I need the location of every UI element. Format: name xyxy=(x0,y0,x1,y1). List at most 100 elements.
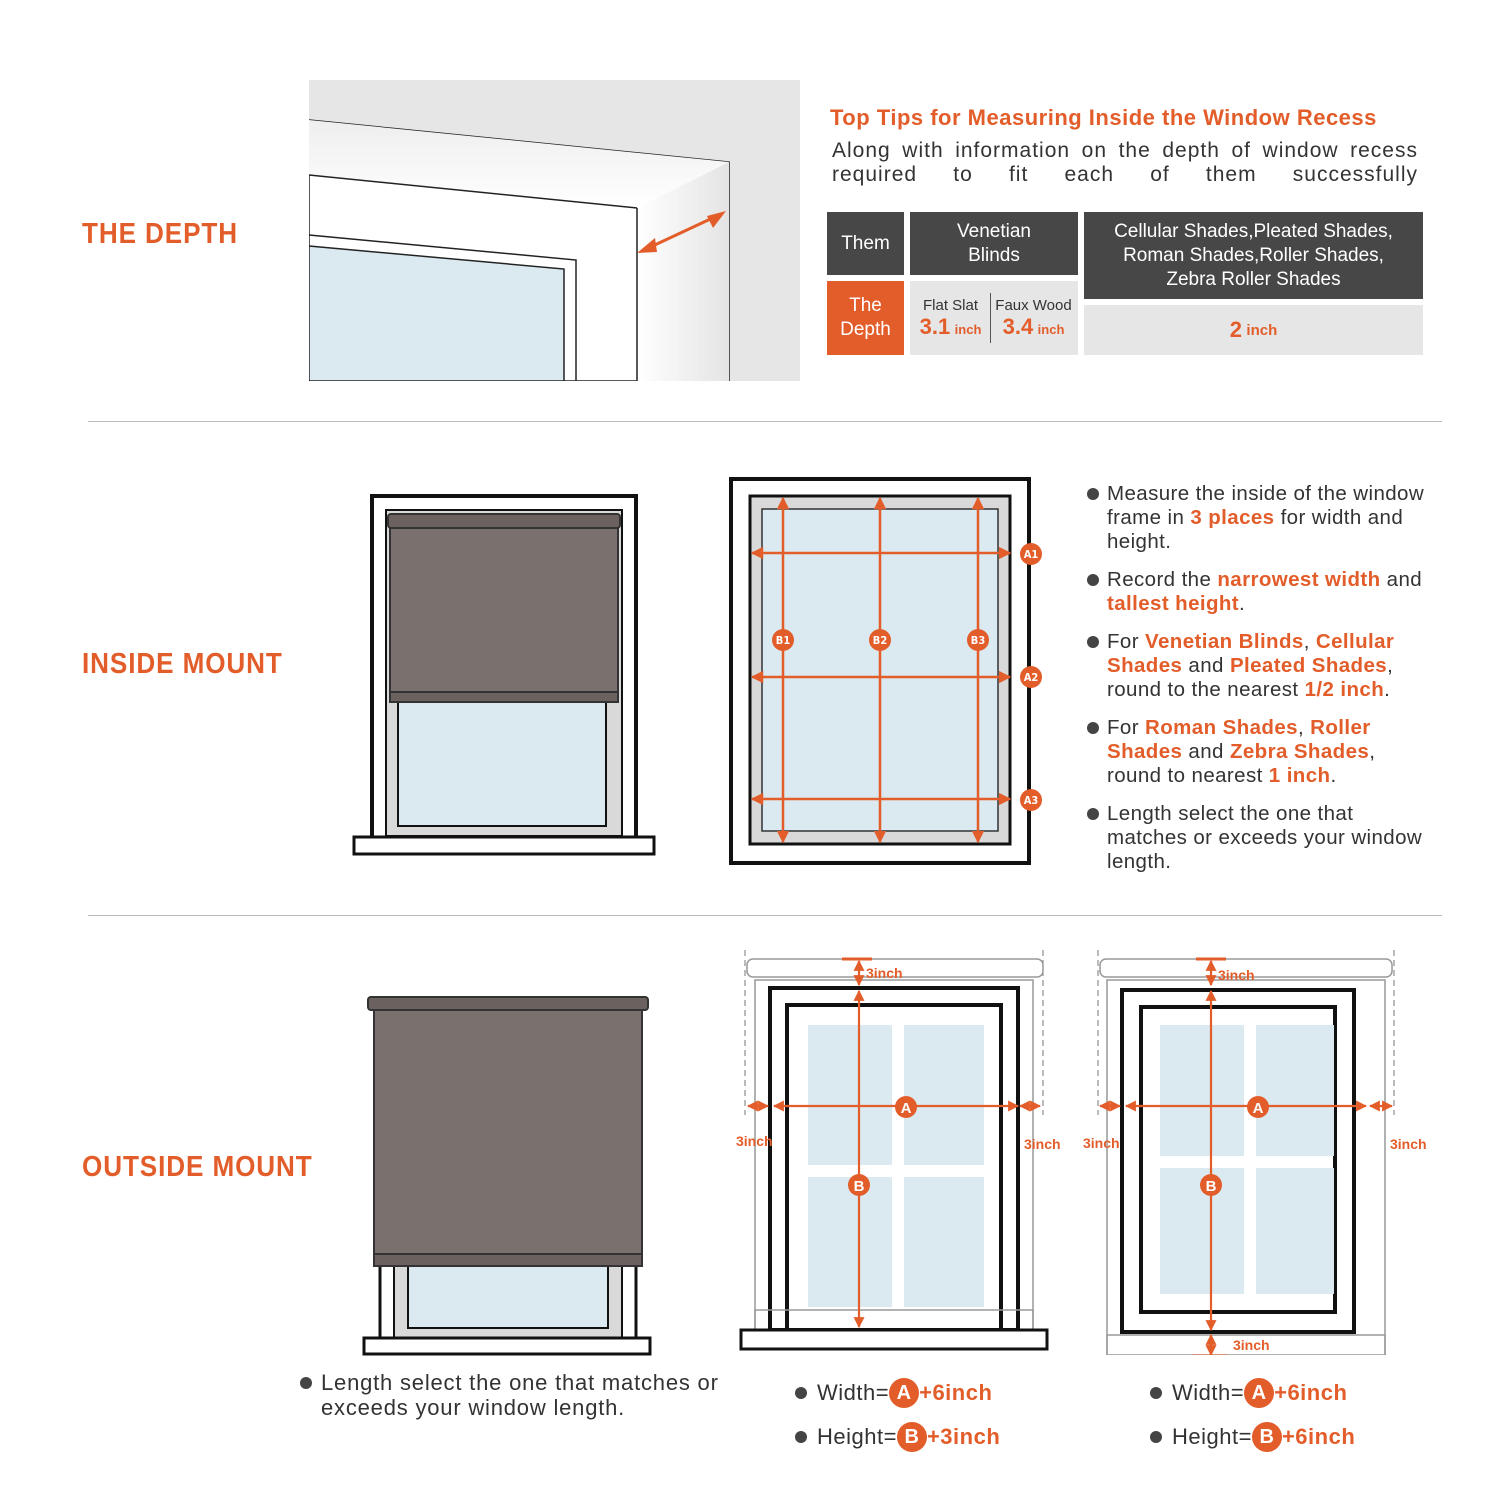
section-title-inside-mount: INSIDE MOUNT xyxy=(82,648,283,680)
instruction-item: For Roman Shades, Roller Shades and Zebr… xyxy=(1086,716,1426,788)
height-label: Height= xyxy=(1172,1424,1252,1449)
dimension-label: 3inch xyxy=(1218,967,1255,983)
marker-a-circle xyxy=(895,1096,917,1118)
width-label: Width= xyxy=(1172,1380,1245,1405)
table-header-them: Them xyxy=(827,212,904,275)
other-shades-depth-unit: inch xyxy=(1246,321,1278,339)
marker-a-badge: A xyxy=(1244,1378,1275,1408)
marker-b-badge: B xyxy=(896,1422,927,1452)
inside-mount-shade-illustration xyxy=(352,494,656,856)
instruction-item: For Venetian Blinds, Cellular Shades and… xyxy=(1086,630,1426,702)
window-pane xyxy=(904,1177,984,1307)
instruction-text: , xyxy=(1303,630,1316,653)
tips-title: Top Tips for Measuring Inside the Window… xyxy=(830,105,1377,130)
flat-slat-unit: inch xyxy=(954,321,982,337)
cell-divider xyxy=(989,293,991,343)
instruction-text: . xyxy=(1384,678,1391,701)
instruction-text: Record the xyxy=(1107,568,1218,591)
instruction-text: for width and height. xyxy=(1107,506,1404,553)
left-width-formula: Width=A+6inch xyxy=(795,1378,992,1408)
faux-wood-label: Faux Wood xyxy=(995,296,1072,314)
highlight-text: Venetian Blinds xyxy=(1145,630,1304,653)
highlight-text: 1/2 inch xyxy=(1304,678,1385,701)
window-pane xyxy=(904,1025,984,1165)
highlight-text: Pleated Shades xyxy=(1229,654,1388,677)
dimension-label: 3inch xyxy=(1390,1136,1427,1152)
instruction-item: Measure the inside of the window frame i… xyxy=(1086,482,1426,554)
outside-mount-note-text: Length select the one that matches or ex… xyxy=(321,1370,719,1420)
dimension-label: 3inch xyxy=(736,1133,773,1149)
highlight-text: Cellular Shades xyxy=(1107,630,1395,677)
instruction-text: and xyxy=(1182,654,1230,677)
marker-a1: A1 xyxy=(1020,543,1042,565)
inside-measurement-diagram xyxy=(729,477,1031,865)
width-addition: +6inch xyxy=(919,1380,993,1405)
other-shades-depth-cell: 2 inch xyxy=(1084,305,1423,355)
marker-b-circle xyxy=(1200,1174,1222,1196)
section-title-outside-mount: OUTSIDE MOUNT xyxy=(82,1151,313,1183)
instruction-text: For xyxy=(1107,716,1146,739)
highlight-text: narrowest width xyxy=(1217,568,1381,591)
flat-slat-cell: Flat Slat 3.1 inch xyxy=(912,297,990,340)
window-pane xyxy=(1256,1168,1334,1294)
width-addition: +6inch xyxy=(1274,1380,1348,1405)
height-label: Height= xyxy=(817,1424,897,1449)
table-header-other-shades: Cellular Shades,Pleated Shades, Roman Sh… xyxy=(1084,212,1423,299)
other-shades-depth-value: 2 xyxy=(1229,317,1242,342)
marker-b-circle xyxy=(848,1174,870,1196)
instruction-text: . xyxy=(1330,764,1337,787)
window-pane xyxy=(1256,1025,1334,1156)
marker-b: B xyxy=(1206,1178,1217,1195)
table-header-venetian: Venetian Blinds xyxy=(910,212,1078,275)
instruction-text: Length select the one that matches or ex… xyxy=(1107,802,1423,873)
divider xyxy=(88,421,1442,422)
window-pane xyxy=(1160,1025,1244,1156)
flat-slat-label: Flat Slat xyxy=(922,296,979,314)
dimension-label: 3inch xyxy=(1233,1337,1270,1353)
flat-slat-value: 3.1 xyxy=(919,313,951,339)
headrail xyxy=(746,958,1044,978)
window-recess-illustration xyxy=(309,80,800,381)
instruction-text: Measure the inside of the window frame i… xyxy=(1107,482,1425,529)
marker-a-circle xyxy=(1247,1096,1269,1118)
marker-a3: A3 xyxy=(1020,789,1042,811)
window-pane xyxy=(808,1025,892,1165)
venetian-depth-cell: Flat Slat 3.1 inch Faux Wood 3.4 inch xyxy=(910,281,1078,355)
shade-bottom-rail xyxy=(1106,1334,1386,1355)
tips-subtitle: Along with information on the depth of w… xyxy=(832,139,1418,186)
instruction-text: and xyxy=(1380,568,1423,591)
left-height-formula: Height=B+3inch xyxy=(795,1422,1000,1452)
section-title-depth: THE DEPTH xyxy=(82,218,239,250)
marker-a: A xyxy=(1253,1100,1264,1117)
instruction-item: Record the narrowest width and tallest h… xyxy=(1086,568,1426,616)
right-height-formula: Height=B+6inch xyxy=(1150,1422,1355,1452)
dimension-label: 3inch xyxy=(1083,1135,1120,1151)
highlight-text: 3 places xyxy=(1190,506,1275,529)
right-width-formula: Width=A+6inch xyxy=(1150,1378,1347,1408)
instruction-text: . xyxy=(1239,592,1246,615)
outside-mount-note: Length select the one that matches or ex… xyxy=(300,1370,751,1420)
instruction-text: For xyxy=(1107,630,1146,653)
dimension-label: 3inch xyxy=(1024,1136,1060,1152)
height-addition: +3inch xyxy=(926,1424,1001,1449)
marker-b2: B2 xyxy=(869,629,891,651)
faux-wood-value: 3.4 xyxy=(1002,313,1034,339)
marker-b3: B3 xyxy=(967,629,989,651)
window-sill xyxy=(739,1328,1049,1351)
instruction-text: , round to nearest xyxy=(1107,740,1376,787)
height-addition: +6inch xyxy=(1281,1424,1356,1449)
instruction-text: , xyxy=(1297,716,1311,739)
marker-b: B xyxy=(854,1178,865,1195)
highlight-text: tallest height xyxy=(1107,592,1240,615)
headrail xyxy=(1099,958,1393,978)
marker-b1: B1 xyxy=(772,629,794,651)
marker-a2: A2 xyxy=(1020,666,1042,688)
instruction-text: and xyxy=(1182,740,1230,763)
divider xyxy=(88,915,1442,916)
outside-mount-shade-illustration xyxy=(362,996,652,1356)
faux-wood-unit: inch xyxy=(1037,321,1065,337)
faux-wood-cell: Faux Wood 3.4 inch xyxy=(991,297,1077,340)
